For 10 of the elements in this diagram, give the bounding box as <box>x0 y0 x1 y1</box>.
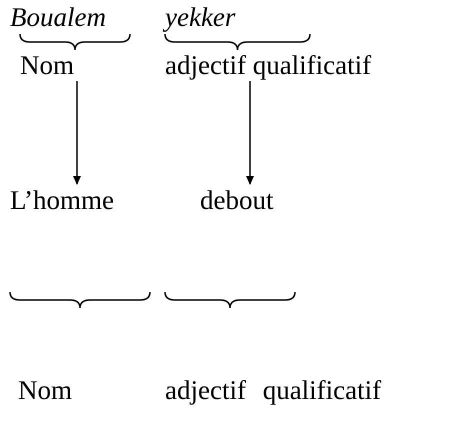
arrow <box>246 81 254 185</box>
source-word: yekker <box>165 2 236 32</box>
word-label: adjectif qualificatif <box>165 375 382 405</box>
arrow <box>73 81 81 185</box>
word-label: debout <box>200 185 274 215</box>
word-label: adjectif qualificatif <box>165 50 372 80</box>
source-word: Boualem <box>10 2 106 32</box>
word-label: L’homme <box>10 185 114 215</box>
word-label: Nom <box>18 375 72 405</box>
word-label: Nom <box>20 50 74 80</box>
